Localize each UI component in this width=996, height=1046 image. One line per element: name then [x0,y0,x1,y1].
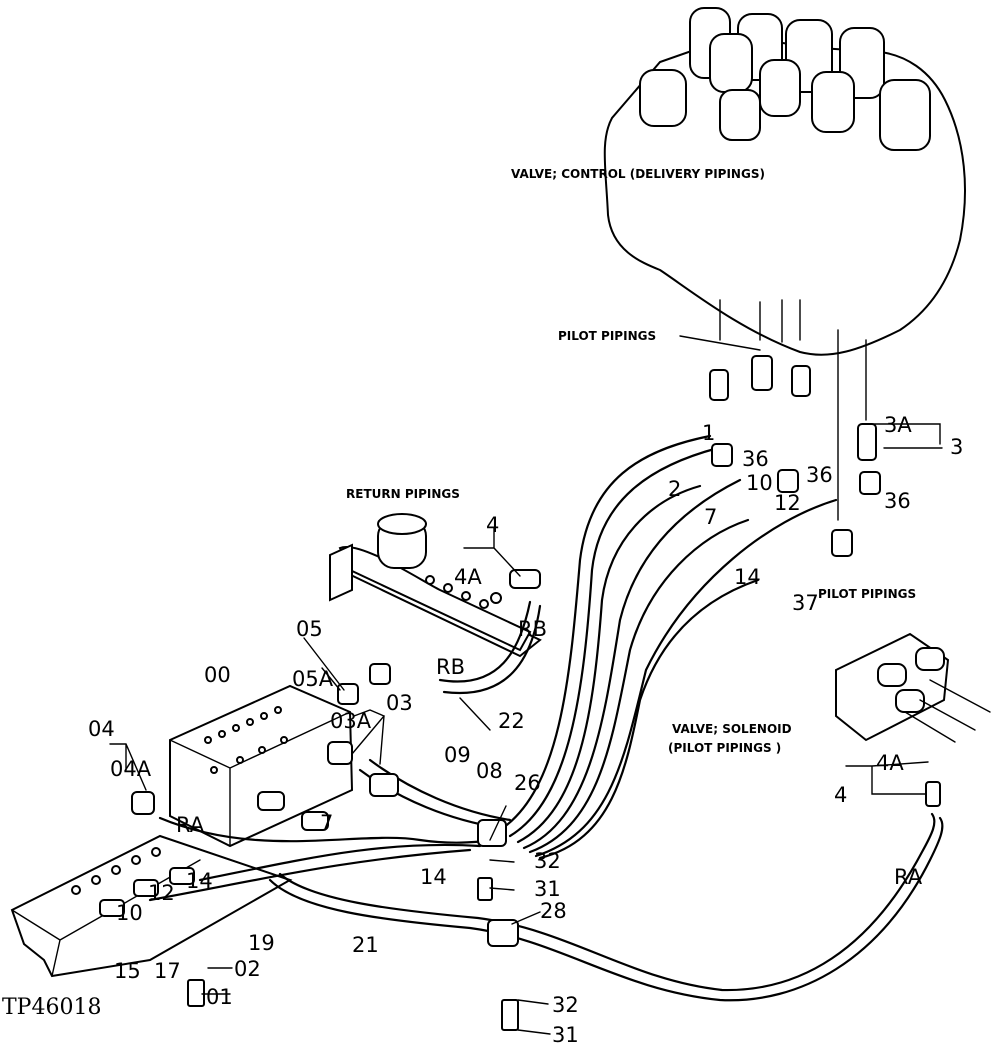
fittings [99,355,881,917]
solenoid-valve-drawing [835,632,991,807]
part-label: 03A [330,709,372,733]
part-label: 03 [386,691,413,715]
part-label: 26 [514,771,541,795]
part-label: 14 [186,869,213,893]
part-label: 19 [248,931,275,955]
pilot-pipings-caption-top: PILOT PIPINGS [558,329,656,343]
part-label: 36 [742,447,769,471]
part-label: 01 [206,985,233,1009]
part-label: 31 [552,1023,579,1046]
return-pipings-caption: RETURN PIPINGS [346,487,460,501]
part-label: 2 [668,477,681,501]
part-label: RB [518,617,547,641]
part-label: 12 [148,881,175,905]
part-label: 4 [486,513,499,537]
part-number-labels: 00 01 02 03 03A 04 04A 05 05A 08 09 1 2 … [88,413,963,1046]
part-label: 32 [552,993,579,1017]
part-label: 4 [834,783,847,807]
part-label: 10 [746,471,773,495]
part-label: 3 [950,435,963,459]
solenoid-valve-caption: VALVE; SOLENOID [672,722,792,736]
part-label: 22 [498,709,525,733]
part-label: RA [176,813,205,837]
part-label: 37 [792,591,819,615]
part-label: 05 [296,617,323,641]
part-label: RB [436,655,465,679]
part-label: 02 [234,957,261,981]
return-manifold-drawing [329,513,542,658]
mounting-bracket-drawing [10,834,293,978]
part-label: 00 [204,663,231,687]
part-label: 4A [454,565,482,589]
hose-bundle [148,434,944,1031]
part-label: 36 [806,463,833,487]
part-label: 36 [884,489,911,513]
part-label: 3A [884,413,912,437]
part-label: 09 [444,743,471,767]
part-label: 21 [352,933,379,957]
distribution-block-drawing [169,684,354,848]
part-label: 12 [774,491,801,515]
part-label: 31 [534,877,561,901]
part-label: 10 [116,901,143,925]
part-label: 28 [540,899,567,923]
leader-lines [109,335,943,1035]
part-label: RA [894,865,923,889]
pilot-pipings-caption-right: PILOT PIPINGS [818,587,916,601]
part-label: 7 [704,505,717,529]
part-label: 14 [734,565,761,589]
part-label: 04A [110,757,152,781]
part-label: 15 [114,959,141,983]
part-label: 7 [320,811,333,835]
figure-reference: TP46018 [2,995,101,1020]
part-label: 32 [534,849,561,873]
solenoid-valve-caption-sub: (PILOT PIPINGS ) [668,741,781,755]
control-valve-caption: VALVE; CONTROL (DELIVERY PIPINGS) [511,167,765,181]
control-valve-drawing [603,7,966,521]
part-label: 14 [420,865,447,889]
part-label: 4A [876,751,904,775]
part-label: 08 [476,759,503,783]
part-label: 04 [88,717,115,741]
part-label: 1 [702,421,715,445]
part-label: 05A [292,667,334,691]
part-label: 17 [154,959,181,983]
